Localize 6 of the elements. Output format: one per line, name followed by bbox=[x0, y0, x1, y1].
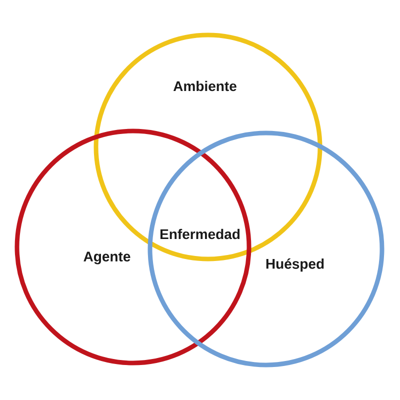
set-label: Ambiente bbox=[173, 80, 236, 92]
intersection-label: Enfermedad bbox=[160, 228, 240, 240]
circle bbox=[148, 130, 384, 368]
set-label: Agente bbox=[84, 252, 130, 264]
circle bbox=[14, 128, 252, 366]
set-label: Huésped bbox=[266, 258, 324, 272]
